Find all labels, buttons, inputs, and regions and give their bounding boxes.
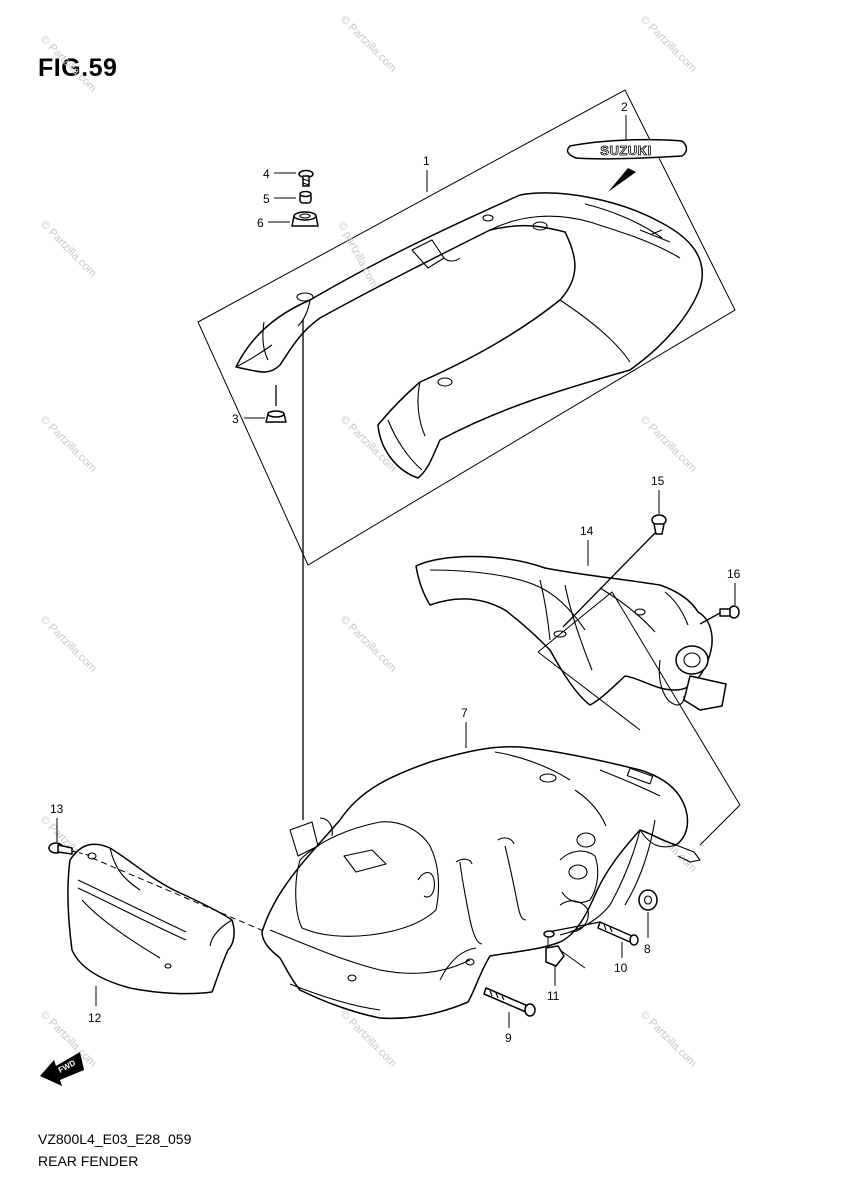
side-cover-alignment-line (91, 857, 267, 933)
bolt-13 (48, 842, 73, 855)
watermark: © Partzilla.com (338, 14, 399, 75)
bolt-13-line (71, 850, 93, 857)
watermark: © Partzilla.com (38, 219, 99, 280)
bolt-15-line (562, 531, 657, 628)
rear-bracket (415, 555, 727, 711)
screw-4 (298, 169, 314, 187)
bracket-detail-frame (537, 651, 641, 731)
callout-7: 7 (461, 706, 468, 720)
nut-11-line (559, 949, 586, 969)
bolt-16 (719, 605, 740, 619)
callout-3: 3 (232, 412, 239, 426)
watermark: © Partzilla.com (38, 414, 99, 475)
watermark: © Partzilla.com (38, 614, 99, 675)
seat-cowl-assembly-frame (197, 89, 736, 566)
callout-16: 16 (727, 567, 741, 581)
watermark: © Partzilla.com (338, 614, 399, 675)
callout-11: 11 (547, 989, 560, 1003)
forward-direction-badge: FWD (40, 1052, 84, 1086)
callout-15: 15 (651, 474, 665, 488)
diagram-name: REAR FENDER (38, 1153, 139, 1169)
watermark: © Partzilla.com (638, 414, 699, 475)
callout-10: 10 (614, 961, 628, 975)
callout-9: 9 (505, 1031, 512, 1045)
bracket-detail-frame (537, 591, 741, 846)
bolt-10-end (543, 930, 555, 938)
collar-5 (299, 190, 312, 204)
diagram-code: VZ800L4_E03_E28_059 (38, 1131, 192, 1147)
bolt-15 (651, 514, 667, 535)
figure-title: FIG.59 (38, 54, 118, 82)
callout-2: 2 (621, 100, 628, 114)
emblem-arrow (608, 168, 636, 192)
watermark: © Partzilla.com (638, 14, 699, 75)
nut-11 (545, 945, 565, 967)
callout-8: 8 (644, 942, 651, 956)
emblem-text: SUZUKI (600, 143, 651, 158)
watermark: © Partzilla.com (38, 34, 99, 95)
bolt-9 (483, 987, 536, 1017)
bolt-10-line (547, 921, 601, 933)
cushion-8 (638, 889, 658, 911)
callout-1: 1 (423, 154, 430, 168)
cushion-3 (265, 410, 287, 423)
callout-14: 14 (580, 524, 594, 538)
suzuki-emblem: SUZUKI (566, 138, 688, 160)
watermark: © Partzilla.com (638, 1009, 699, 1070)
side-cover (67, 843, 235, 995)
cushion-6 (291, 211, 319, 227)
callout-6: 6 (257, 216, 264, 230)
callout-5: 5 (263, 192, 270, 206)
callout-13: 13 (50, 802, 64, 816)
callouts: 1 2 3 4 5 6 7 8 9 10 11 12 13 14 15 16 (50, 100, 741, 1045)
seat-tail-cowl (235, 192, 704, 479)
callout-12: 12 (88, 1011, 102, 1025)
rear-fender (261, 746, 701, 1020)
bolt-16-line (699, 612, 721, 625)
callout-4: 4 (263, 167, 270, 181)
bolt-10 (597, 921, 639, 946)
